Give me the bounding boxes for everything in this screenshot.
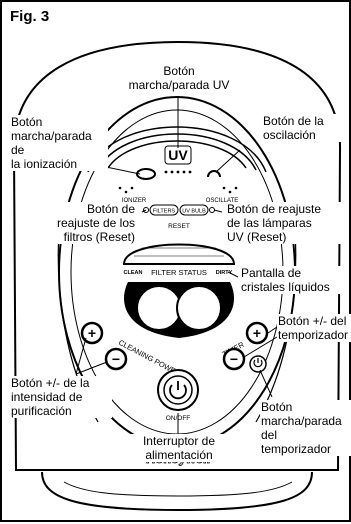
status-dirty: DIRTY [216,270,233,276]
timer-plus-button [245,321,269,345]
callout-uv-button: Botón marcha/parada UV [118,64,240,92]
big-button-right [176,285,222,331]
callout-power-plusminus: Botón +/- de la intensidad de purificaci… [10,376,112,418]
svg-text:+: + [88,325,96,341]
reset-label: RESET [168,223,190,230]
device-base-inner [63,481,293,497]
filters-reset-dot [143,207,149,213]
callout-filter-reset: Botón de reajuste de los filtros (Reset) [30,202,136,244]
uvbulb-reset-dot [209,207,215,213]
uv-badge-text: UV [168,147,188,163]
oscillate-label: OSCILLATE [206,198,239,204]
lcd-display [122,243,236,265]
svg-text:UV BULB: UV BULB [182,209,206,215]
svg-text:FILTERS: FILTERS [153,209,176,215]
callout-lcd: Pantalla de cristales líquidos [240,266,348,294]
big-button-left [136,285,182,331]
arc-2 [97,133,257,171]
status-title: FILTER STATUS [151,268,207,277]
callout-timer-plusminus: Botón +/- del temporizador [277,314,351,342]
callout-ionizer-button: Botón marcha/parada de la ionización [10,115,108,171]
oscillate-icon [207,170,221,178]
status-clean: CLEAN [124,270,143,276]
arc-3 [107,140,247,169]
callout-power-switch: Interruptor de alimentación [118,434,240,462]
uvbulb-reset-box [179,204,209,216]
filters-reset-box [149,204,179,216]
timer-minus-button [222,347,246,371]
figure-label: Fig. 3 [10,8,50,25]
svg-text:+: + [253,325,261,341]
device-base [41,471,313,512]
callout-uv-lamp-reset: Botón de reajuste de las lámparas UV (Re… [226,202,348,244]
power-plus-button [80,321,104,345]
svg-text:−: − [112,351,120,367]
callout-oscillation-button: Botón de la oscilación [262,114,344,142]
svg-text:−: − [230,351,238,367]
power-minus-button [104,347,128,371]
ionizer-icon [136,168,156,180]
callout-timer-button: Botón marcha/parada del temporizador [260,400,351,456]
ionizer-label: IONIZER [122,198,147,204]
timer-onoff-button [249,355,267,373]
